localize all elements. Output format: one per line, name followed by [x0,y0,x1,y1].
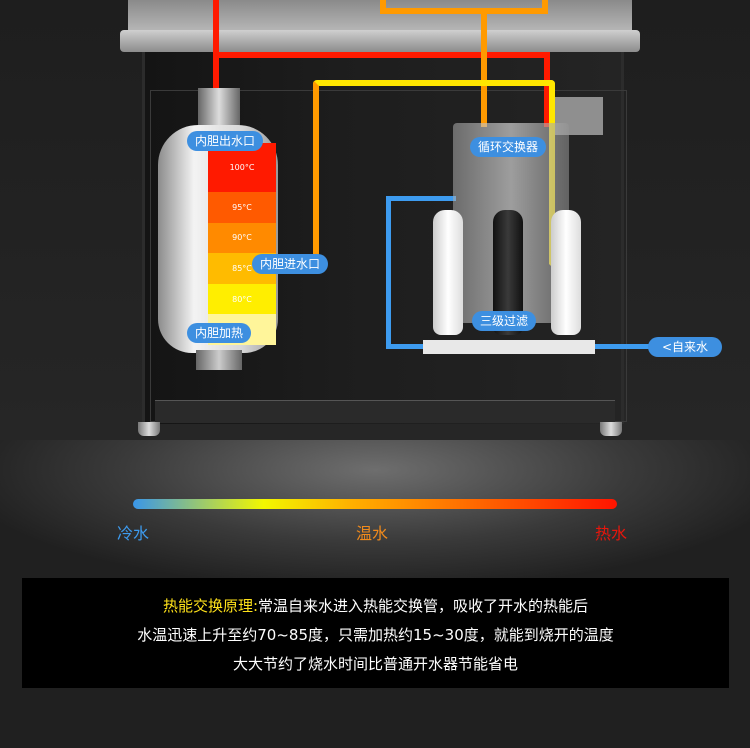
temp-95: 95°C [208,191,276,223]
legend-cold-water: 冷水 [117,524,150,543]
filter-cartridge-3 [551,210,581,335]
description-box: 热能交换原理:常温自来水进入热能交换管，吸收了开水的热能后 水温迅速上升至约70… [22,578,729,688]
temp-80: 80°C [208,283,276,315]
description-line-1-text: 常温自来水进入热能交换管，吸收了开水的热能后 [258,597,589,615]
machine-foot-right [600,422,622,436]
cold-pipe-loop [386,196,456,349]
temp-100: 100°C [208,143,276,192]
label-three-stage-filter: 三级过滤 [472,311,537,331]
warm-pipe-top-loop [380,0,548,14]
tank-bottom-fitting [196,350,242,370]
temperature-scale: 100°C 95°C 90°C 85°C 80°C [208,143,276,346]
legend-hot-water: 热水 [595,524,628,543]
legend-warm-water: 温水 [356,524,389,543]
filter-base [423,340,595,354]
tank-outlet-fitting [198,88,240,126]
description-line-2: 水温迅速上升至约70~85度，只需加热约15~30度，就能到烧开的温度 [137,626,614,644]
description-line-1: 热能交换原理:常温自来水进入热能交换管，吸收了开水的热能后 [22,592,729,621]
description-title: 热能交换原理: [162,597,259,615]
filter-cartridge-1 [433,210,463,335]
temperature-gradient-bar [133,499,617,509]
warm-pipe-vertical [481,12,487,127]
temp-90: 90°C [208,222,276,254]
machine-ledge [120,30,640,52]
label-tap-water: <自来水 [648,337,723,357]
description-line-3: 大大节约了烧水时间比普通开水器节能省电 [232,655,518,673]
machine-kickplate [155,400,615,423]
hot-pipe-down [544,52,550,127]
label-tank-heating: 内胆加热 [187,323,252,343]
label-tank-outlet: 内胆出水口 [187,131,264,151]
label-tank-inlet: 内胆进水口 [252,254,329,274]
machine-foot-left [138,422,160,436]
hot-pipe-horizontal [213,52,550,58]
hot-pipe-vertical [213,0,219,92]
label-heat-exchanger: 循环交换器 [470,137,547,157]
cold-pipe-inlet [595,344,665,349]
